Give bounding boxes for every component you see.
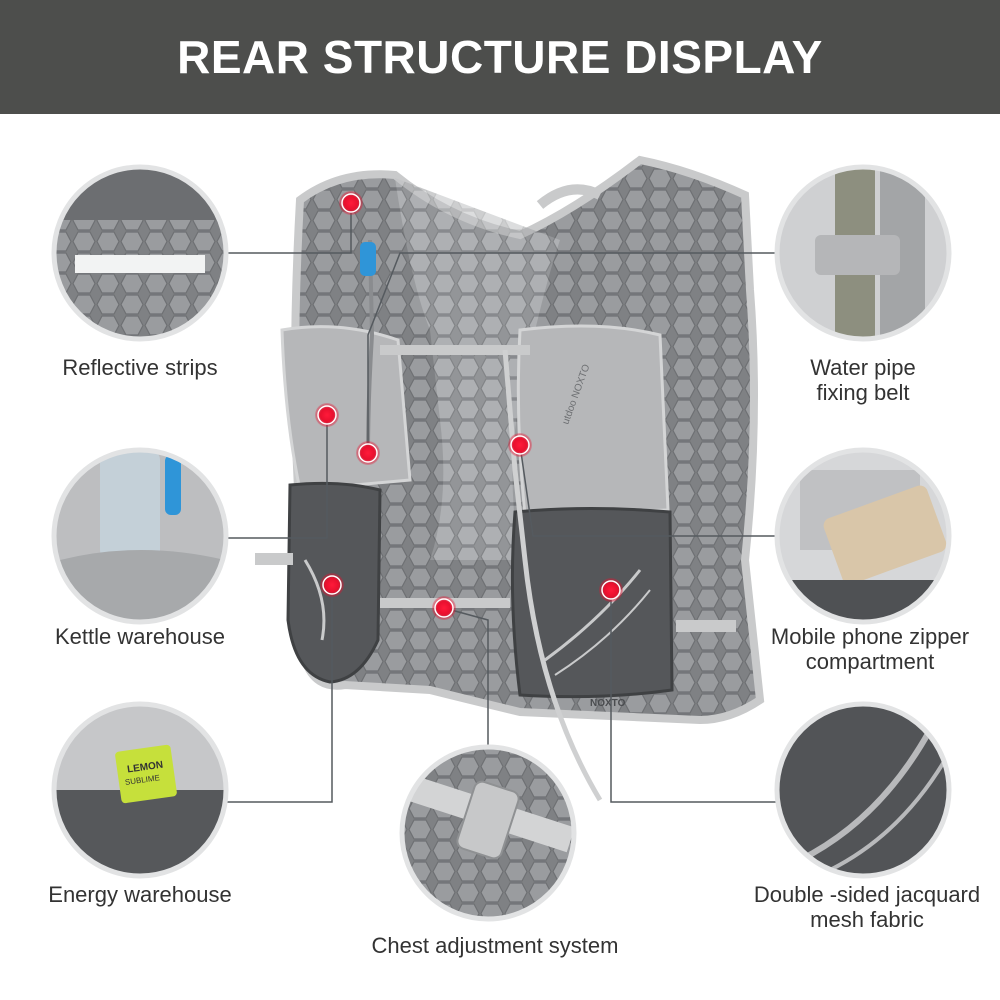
detail-reflective-strips (51, 164, 229, 342)
label-water-pipe-line2: fixing belt (816, 380, 910, 405)
label-water-pipe: Water pipe fixing belt (748, 355, 978, 405)
label-jacquard-line1: Double -sided jacquard (753, 882, 981, 907)
right-upper-pocket (516, 324, 670, 517)
brand-label: NOXTO (590, 698, 626, 709)
detail-phone-compartment (774, 447, 952, 625)
label-phone-compartment: Mobile phone zipper compartment (752, 624, 988, 674)
detail-energy-warehouse: LEMON SUBLIME (51, 701, 229, 879)
detail-chest-adjustment (399, 744, 577, 922)
top-handle (536, 184, 603, 209)
sticker-line1: LEMON (127, 760, 164, 776)
bite-valve (360, 242, 376, 276)
callout-lines (226, 203, 777, 803)
label-water-pipe-line1: Water pipe (810, 355, 916, 380)
detail-kettle-warehouse (51, 447, 229, 625)
label-energy-warehouse: Energy warehouse (48, 882, 232, 907)
label-phone-line2: compartment (805, 649, 935, 674)
label-jacquard-mesh: Double -sided jacquard mesh fabric (742, 882, 992, 932)
label-chest-adjustment: Chest adjustment system (371, 933, 619, 958)
title-banner: REAR STRUCTURE DISPLAY (0, 0, 1000, 114)
right-lower-pocket (510, 507, 674, 699)
label-reflective-strips: Reflective strips (62, 355, 218, 380)
label-phone-line1: Mobile phone zipper (770, 624, 970, 649)
label-kettle-warehouse: Kettle warehouse (55, 624, 225, 649)
detail-jacquard-mesh (774, 701, 952, 879)
label-jacquard-line2: mesh fabric (810, 907, 924, 932)
page-title: REAR STRUCTURE DISPLAY (177, 31, 823, 83)
detail-water-pipe-belt (774, 164, 952, 342)
hotspot-markers (315, 191, 623, 620)
upper-chest-strap (380, 345, 530, 355)
